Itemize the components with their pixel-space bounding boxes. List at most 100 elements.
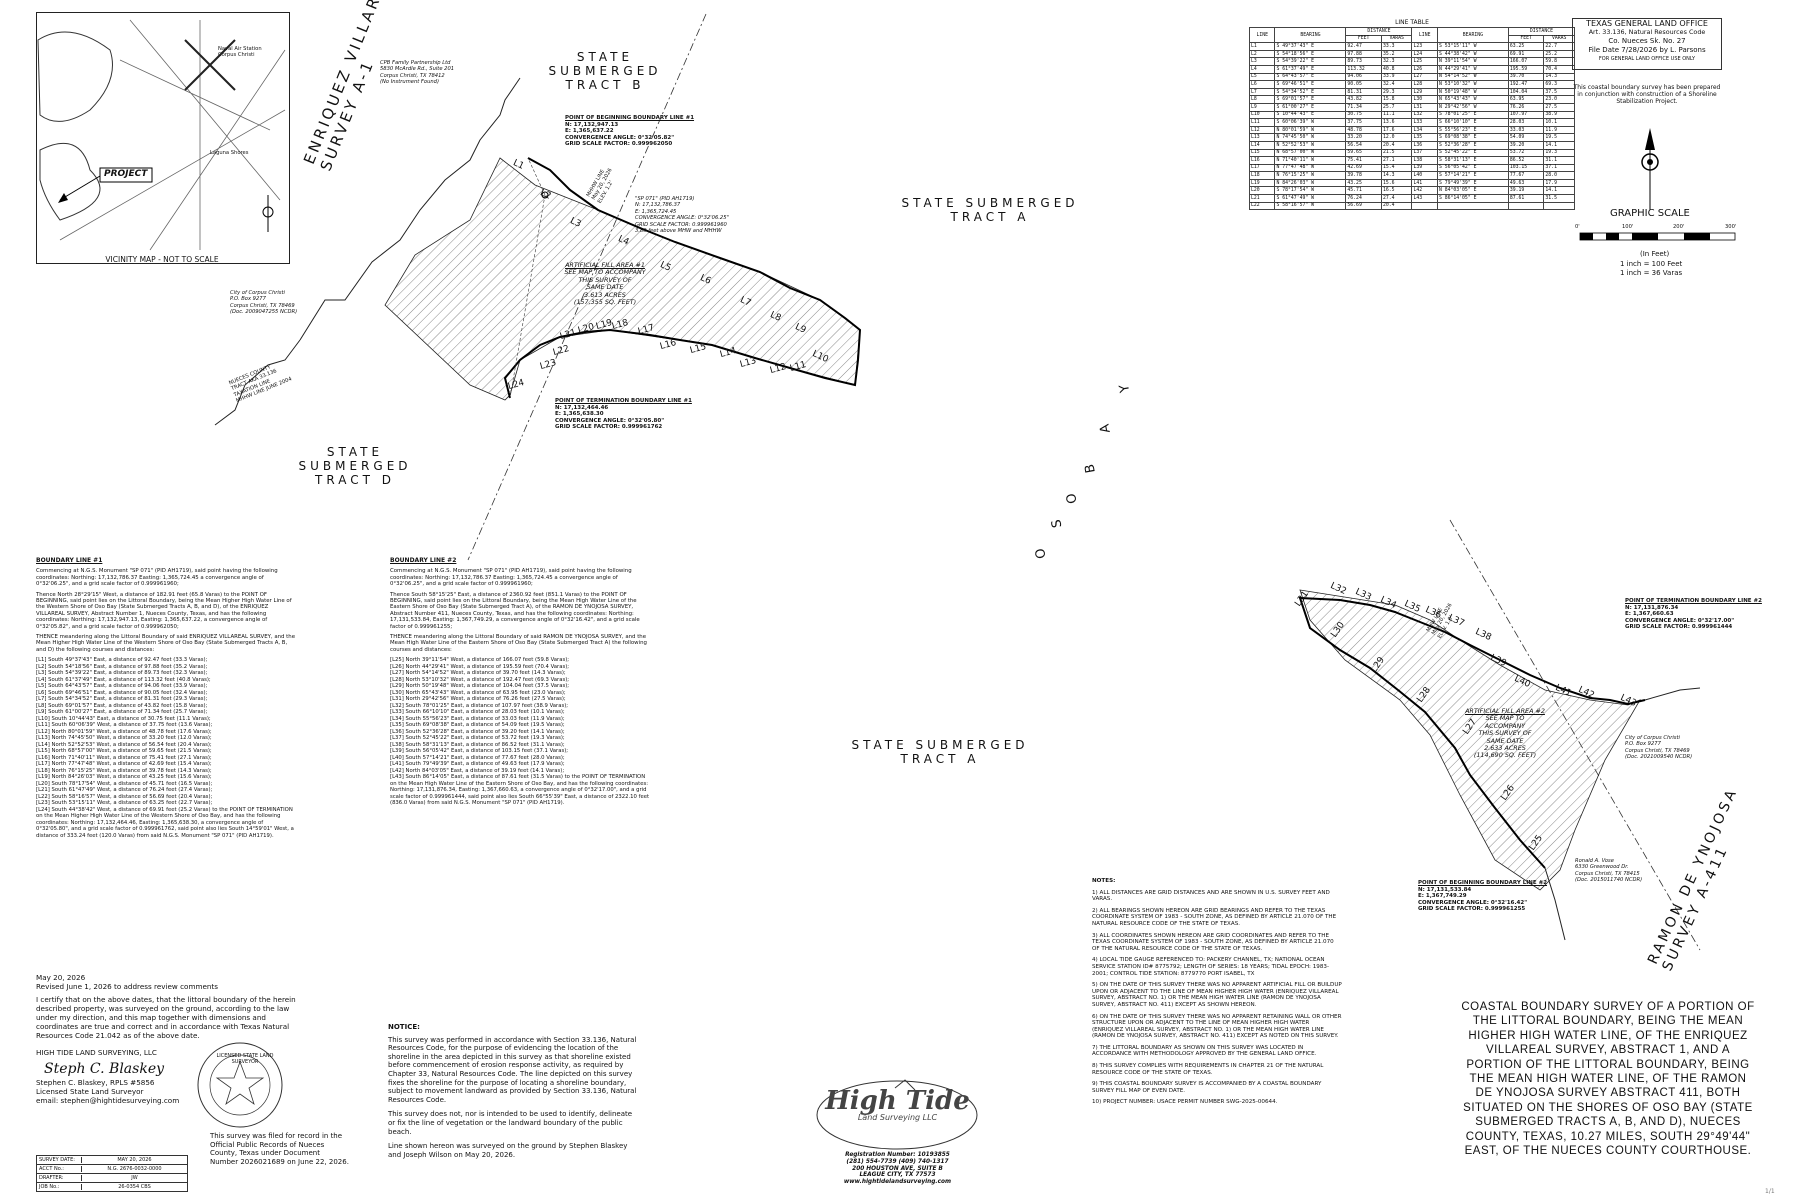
- note-item: 10) PROJECT NUMBER: USACE PERMIT NUMBER …: [1092, 1099, 1278, 1106]
- sp071-line: GRID SCALE FACTOR: 0.999961960: [635, 221, 727, 228]
- line-table-cell: 39.78: [1345, 171, 1382, 180]
- owner-line: 5830 McArdle Rd., Suite 201: [380, 66, 455, 73]
- course-line: [L37] South 52°45'22" East, a distance o…: [390, 735, 565, 742]
- fill-line: (114,690 SQ. FEET): [1473, 751, 1537, 760]
- high-tide-logo-graphic: [816, 1079, 978, 1150]
- line-table-cell: 37.1: [1543, 163, 1575, 173]
- line-table-cell: 14.1: [1543, 140, 1575, 150]
- course-line: [L6] South 69°46'51" East, a distance of…: [36, 689, 208, 696]
- north-arrow-icon: [1641, 128, 1659, 210]
- owner-line: (Doc. 2021009540 NCDR): [1625, 754, 1693, 761]
- line-table-cell: 49.63: [1507, 178, 1545, 188]
- line-table-cell: 25.2: [1543, 49, 1575, 59]
- line-table-cell: L1: [1248, 42, 1276, 51]
- tie-line-2: [509, 194, 546, 399]
- line-table-header: DISTANCE: [1345, 27, 1413, 36]
- point-title: POINT OF TERMINATION BOUNDARY LINE #1: [555, 398, 692, 404]
- scale-tick: 100': [1622, 224, 1634, 230]
- line-table-cell: 15.6: [1380, 178, 1413, 188]
- line-table-cell: 27.1: [1380, 156, 1413, 165]
- graphic-scale-title: GRAPHIC SCALE: [1610, 208, 1690, 219]
- line-table-cell: L18: [1248, 171, 1276, 180]
- line-table-header: LINE: [1248, 26, 1276, 44]
- surveyor-role: Licensed State Land Surveyor: [36, 1087, 144, 1096]
- line-table-cell: N 77°47'48" W: [1274, 163, 1347, 173]
- course-line: [L3] South 54°39'22" East, a distance of…: [36, 670, 208, 677]
- line-table-cell: L34: [1411, 125, 1438, 135]
- glo-title: TEXAS GENERAL LAND OFFICE: [1586, 19, 1708, 28]
- course-line: [L39] South 56°05'42" East, a distance o…: [390, 748, 569, 755]
- line-table-cell: L27: [1411, 72, 1438, 82]
- tract-d-line: SUBMERGED: [298, 459, 412, 473]
- point-line: N: 17,132,947.13: [565, 121, 619, 128]
- line-table-cell: N 76°15'25" W: [1274, 171, 1347, 180]
- boundary-line-1: [503, 157, 862, 399]
- line-table-cell: 76.24: [1345, 194, 1382, 203]
- info-row: SURVEY DATE:MAY 20, 2026: [37, 1156, 187, 1165]
- line-table-cell: L25: [1411, 57, 1438, 66]
- line-table-cell: 43.82: [1345, 95, 1382, 104]
- line-table-cell: 87.61: [1507, 194, 1545, 203]
- line-table-cell: N 65°43'43" W: [1436, 95, 1509, 104]
- contact-line: www.hightidelandsurveying.com: [843, 1179, 952, 1186]
- western-shoreline-south: [214, 339, 301, 426]
- logo-sub: Land Surveying LLC: [857, 1113, 938, 1122]
- line-table-header: BEARING: [1274, 26, 1347, 44]
- point-line: E: 1,365,637.22: [565, 128, 614, 135]
- western-shoreline: [299, 77, 521, 341]
- line-table-cell: 19.5: [1543, 133, 1575, 142]
- line-table-cell: S 54°39'22" E: [1274, 57, 1347, 66]
- line-table-cell: 23.0: [1543, 95, 1575, 104]
- owner-line: CPB Family Partnership Ltd: [380, 60, 451, 66]
- line-table-cell: L9: [1248, 102, 1276, 112]
- line-table-cell: 56.54: [1345, 140, 1382, 150]
- line-table-cell: 43.25: [1345, 178, 1382, 188]
- course-line: [L23] South 53°15'11" West, a distance o…: [36, 800, 213, 807]
- line-table-cell: N 84°26'03" W: [1274, 178, 1347, 188]
- owner-line: Corpus Christi, TX 78469: [230, 302, 295, 309]
- sp071-line: N: 17,132,786.37: [635, 202, 681, 209]
- line-table-cell: L33: [1411, 118, 1438, 127]
- line-table-cell: L37: [1411, 148, 1438, 158]
- tract-b-line: STATE: [576, 50, 634, 64]
- line-table-header: LINE: [1411, 26, 1438, 44]
- info-key: DRAFTER:: [37, 1175, 82, 1181]
- point-line: E: 1,367,749.29: [1418, 893, 1467, 900]
- line-table-subheader: FEET: [1507, 34, 1545, 44]
- graphic-scale-bar: [1579, 232, 1736, 241]
- point-line: N: 17,132,464.46: [555, 404, 609, 411]
- course-line: [L10] South 10°44'43" East, a distance o…: [36, 715, 211, 722]
- line-table-cell: 14.3: [1543, 72, 1575, 82]
- line-table-header: DISTANCE: [1507, 27, 1576, 36]
- tract-b-line: TRACT B: [565, 78, 645, 92]
- line-table-cell: S 86°14'05" E: [1436, 194, 1509, 203]
- line-table-cell: N 50°19'48" W: [1436, 87, 1509, 97]
- certification-text: I certify that on the above dates, that …: [36, 995, 296, 1040]
- glo-filing-box: TEXAS GENERAL LAND OFFICE Art. 33.136, N…: [1572, 18, 1722, 70]
- line-table-cell: L6: [1248, 80, 1276, 89]
- line-table-cell: 69.91: [1507, 49, 1545, 59]
- point-line: CONVERGENCE ANGLE: 0°32'17.00": [1625, 617, 1735, 624]
- owner-line: City of Corpus Christi: [230, 290, 285, 296]
- line-table-cell: L43: [1411, 194, 1438, 203]
- info-row: DRAFTER:JW: [37, 1174, 187, 1183]
- boundary-line-2: [1298, 596, 1646, 869]
- info-value: N.G. 2676-0032-0000: [107, 1166, 162, 1172]
- boundary-1-para3: THENCE meandering along the Littoral Bou…: [36, 634, 296, 653]
- line-table-cell: L39: [1411, 163, 1438, 173]
- glo-statement: This coastal boundary survey has been pr…: [1573, 84, 1721, 105]
- line-table-cell: L17: [1248, 163, 1276, 173]
- course-line: [L18] North 76°15'25" West, a distance o…: [36, 767, 212, 774]
- course-line: [L35] South 69°08'38" East, a distance o…: [390, 722, 565, 729]
- line-table-cell: 17.9: [1543, 178, 1575, 188]
- note-item: 4) LOCAL TIDE GAUGE REFERENCED TO: PACKE…: [1092, 957, 1329, 977]
- line-table-subheader: FEET: [1345, 34, 1382, 44]
- line-table-cell: [1436, 201, 1509, 211]
- line-table-cell: S 58°31'13" E: [1436, 156, 1509, 165]
